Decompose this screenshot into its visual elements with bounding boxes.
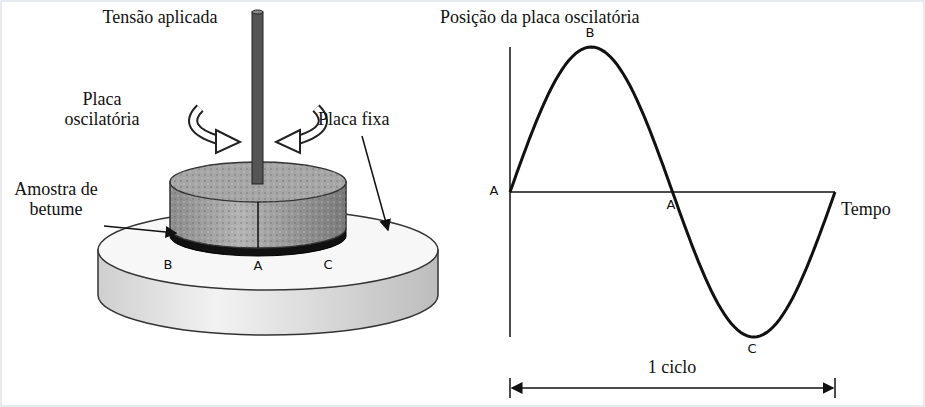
position-letter: A: [248, 259, 268, 273]
bracket-tick: [834, 378, 836, 398]
part-label: Placa oscilatória: [52, 90, 152, 130]
force-label: Tensão aplicada: [100, 8, 220, 28]
cycle-label: 1 ciclo: [622, 358, 722, 378]
leader-line: [362, 136, 388, 230]
bracket-tick: [509, 378, 511, 398]
position-letter: A: [484, 184, 504, 198]
position-letter: A: [661, 198, 681, 212]
part-label: Placa fixa: [318, 110, 428, 130]
graph-title: Posição da placa oscilatória: [440, 8, 740, 28]
position-letter: B: [158, 258, 178, 272]
leader-line: [104, 226, 176, 233]
part-label: Amostra de betume: [4, 180, 108, 220]
axis-label: Tempo: [841, 200, 921, 220]
position-letter: C: [318, 258, 338, 272]
sine-wave: [510, 47, 835, 337]
position-letter: B: [580, 26, 600, 40]
rotation-arrows: [193, 108, 323, 153]
rod: [252, 12, 263, 184]
cycle-bracket: [512, 387, 833, 389]
position-letter: C: [742, 342, 762, 356]
